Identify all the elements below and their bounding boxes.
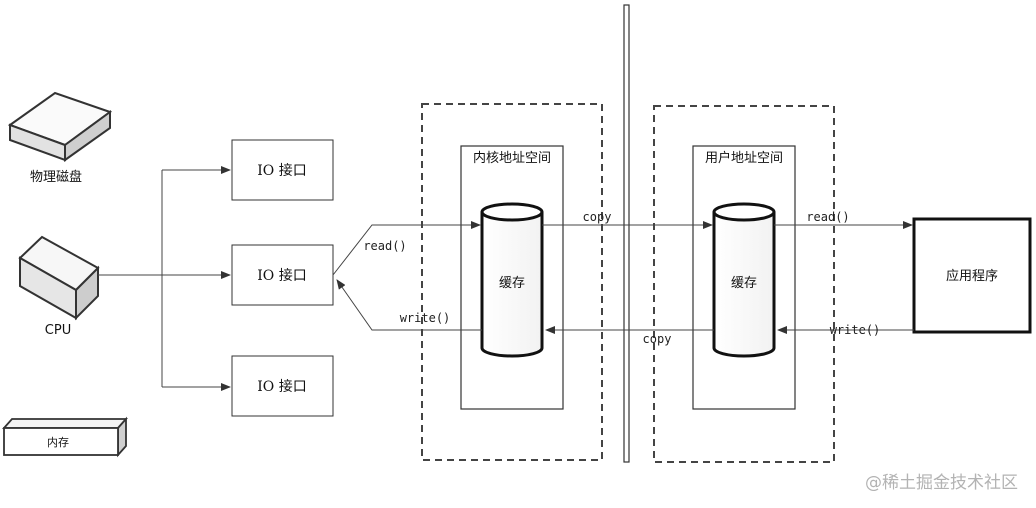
copy-top-label: copy xyxy=(583,210,612,224)
io-port-1: IO 接口 xyxy=(231,139,334,201)
kernel-buffer-cylinder xyxy=(480,202,544,358)
copy-bottom-label: copy xyxy=(643,332,672,346)
user-space-boundary xyxy=(653,105,835,463)
io-port-label: IO 接口 xyxy=(257,162,306,179)
read-app-label: read() xyxy=(806,210,849,224)
kernel-space-title: 内核地址空间 xyxy=(473,150,551,166)
kernel-user-divider xyxy=(623,4,630,463)
memory-icon xyxy=(1,416,129,458)
user-buffer-cylinder xyxy=(712,202,776,358)
application-label: 应用程序 xyxy=(946,268,998,284)
write-arrow-kernel-to-io xyxy=(336,279,482,331)
io-port-3: IO 接口 xyxy=(231,355,334,417)
io-port-label: IO 接口 xyxy=(257,378,306,395)
memory-label: 内存 xyxy=(47,435,69,449)
disk-label: 物理磁盘 xyxy=(30,169,82,185)
watermark-text: @稀土掘金技术社区 xyxy=(865,473,1018,493)
io-port-2: IO 接口 xyxy=(231,244,334,306)
kernel-space-boundary xyxy=(421,103,603,461)
cpu-label: CPU xyxy=(45,323,71,338)
user-space-title: 用户地址空间 xyxy=(705,150,783,166)
user-buffer-label: 缓存 xyxy=(731,276,757,291)
read-arrow-io-to-kernel xyxy=(332,221,481,276)
io-port-label: IO 接口 xyxy=(257,267,306,284)
cpu-icon xyxy=(18,235,100,321)
write-app-label: write() xyxy=(830,323,881,337)
application-box: 应用程序 xyxy=(912,217,1032,334)
bus-connector xyxy=(98,166,231,391)
kernel-buffer-label: 缓存 xyxy=(499,276,525,291)
read-io-label: read() xyxy=(363,239,406,253)
disk-icon xyxy=(7,91,113,162)
write-io-label: write() xyxy=(400,311,451,325)
